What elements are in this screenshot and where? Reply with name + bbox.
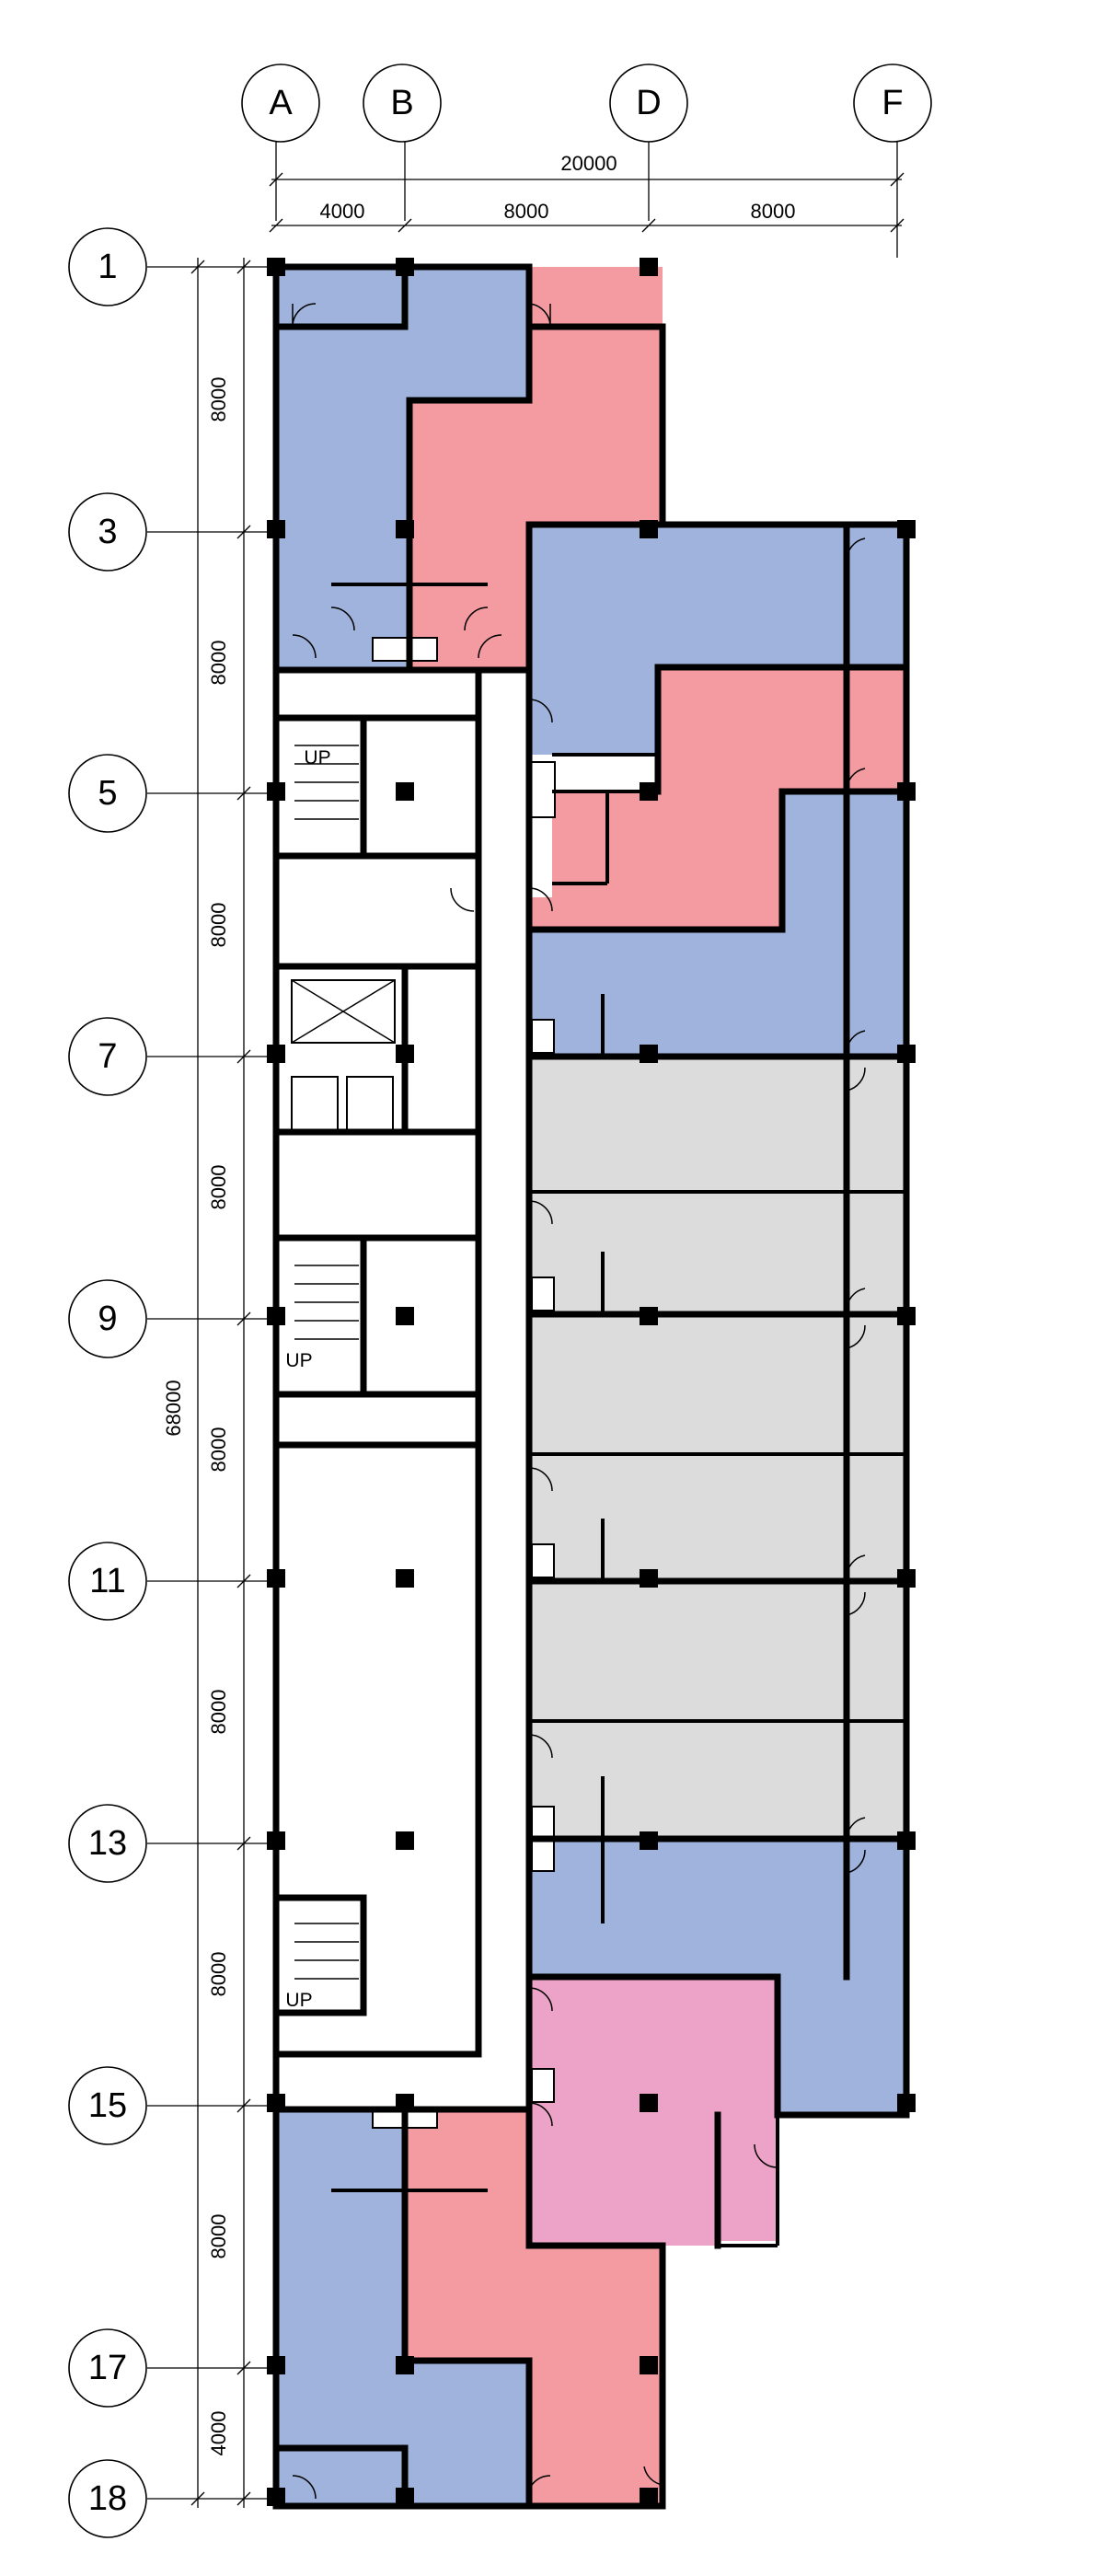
dim-left-bay-3: 8000: [207, 903, 230, 948]
stair-1: UP: [294, 745, 359, 820]
dim-left-bay-4: 8000: [207, 1165, 230, 1210]
grid-row-3: 3: [98, 513, 117, 551]
stair-up-label-2: UP: [285, 1350, 312, 1371]
grid-row-17: 17: [88, 2349, 127, 2387]
unit-red-right-middle: [529, 667, 906, 930]
stair-up-label-3: UP: [285, 1990, 312, 2011]
unit-red-top-lower: [409, 543, 529, 670]
row-grid-bubbles: 1 3 5 7 9 11 13 15 17 18: [68, 227, 147, 2538]
grid-col-b: B: [390, 84, 413, 122]
grid-col-d: D: [636, 84, 661, 122]
grid-row-9: 9: [98, 1300, 117, 1338]
dim-left-bay-5: 8000: [207, 1427, 230, 1473]
left-dimension-labels: 8000 8000 8000 8000 8000 8000 8000 8000 …: [162, 377, 230, 2456]
dim-left-bay-7: 8000: [207, 1952, 230, 1997]
duct-shaft-4: [531, 1543, 555, 1578]
grid-row-18: 18: [88, 2479, 127, 2518]
dim-top-bay-1: 4000: [320, 200, 365, 223]
duct-shaft-top: [372, 637, 438, 662]
elevator-car-3: [346, 1076, 394, 1133]
unit-blue-top-left: [276, 267, 529, 670]
grid-col-a: A: [269, 84, 293, 122]
columns: [267, 258, 916, 2506]
stair-3: UP: [285, 1923, 359, 2011]
dim-left-bay-2: 8000: [207, 641, 230, 686]
grid-row-1: 1: [98, 248, 117, 286]
top-dimension-labels: 20000 4000 8000 8000: [320, 152, 796, 223]
stair-2: UP: [285, 1265, 359, 1371]
duct-shaft-2: [531, 1019, 555, 1054]
stair-up-label-1: UP: [304, 747, 330, 768]
stairs: UP UP UP: [285, 745, 359, 2011]
grid-row-5: 5: [98, 774, 117, 813]
dim-top-bay-2: 8000: [504, 200, 549, 223]
dim-left-bay-9: 4000: [207, 2411, 230, 2456]
dim-top-bay-3: 8000: [751, 200, 796, 223]
door-swings: [292, 303, 866, 2500]
grid-row-15: 15: [88, 2086, 127, 2125]
elevator-car-2: [291, 1076, 339, 1133]
dim-left-bay-6: 8000: [207, 1690, 230, 1735]
grid-col-f: F: [882, 84, 903, 122]
duct-shaft-1: [528, 761, 556, 818]
unit-red-bottom: [405, 2109, 663, 2506]
dim-left-overall: 68000: [162, 1380, 185, 1436]
duct-shaft-3: [531, 1276, 555, 1311]
dim-top-overall: 20000: [560, 152, 617, 175]
column-grid-bubbles: A B D F: [241, 64, 932, 143]
core-elements: [291, 637, 556, 2129]
dimension-lines: [147, 138, 905, 2508]
room-fills: [276, 267, 906, 2506]
duct-shaft-6: [531, 2068, 555, 2103]
unit-blue-right-mid: [529, 791, 906, 1057]
grid-row-11: 11: [89, 1562, 125, 1600]
dim-left-bay-1: 8000: [207, 377, 230, 422]
grid-row-13: 13: [88, 1824, 127, 1863]
dim-left-bay-8: 8000: [207, 2214, 230, 2259]
grid-row-7: 7: [98, 1037, 117, 1076]
